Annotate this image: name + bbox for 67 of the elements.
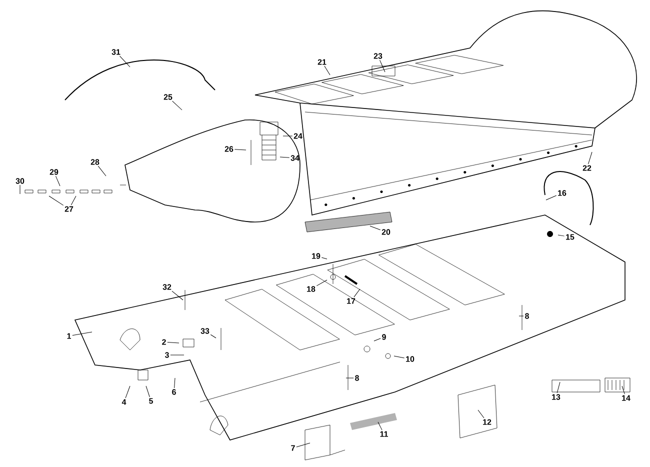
leader-line — [174, 378, 176, 388]
leader-line — [380, 60, 386, 72]
leader-line — [324, 66, 330, 76]
callout-number: 29 — [50, 169, 58, 175]
leader-line — [170, 354, 184, 356]
callout-number: 5 — [149, 398, 153, 404]
leader-line — [72, 332, 92, 336]
callout-number: 20 — [382, 229, 390, 235]
callout-number: 18 — [307, 286, 316, 292]
callout-number: 12 — [483, 419, 492, 425]
callout-number: 16 — [558, 190, 566, 196]
callout-number: 22 — [582, 165, 592, 171]
leader-line — [394, 356, 405, 358]
callout-number: 23 — [374, 53, 382, 59]
callout-number: 1 — [67, 333, 71, 339]
leader-line — [146, 386, 150, 398]
leader-line — [167, 342, 180, 344]
leader-line — [478, 410, 484, 418]
callout-number: 7 — [291, 445, 295, 451]
leader-line — [55, 176, 60, 186]
leader-line — [374, 338, 381, 342]
callout-number: 8 — [355, 375, 359, 381]
leader-line — [558, 234, 565, 236]
leader-line — [125, 386, 130, 398]
callout-number: 10 — [406, 356, 414, 362]
callout-number: 28 — [90, 159, 100, 165]
leader-line — [210, 334, 216, 338]
callout-number: 15 — [566, 234, 574, 240]
callout-number: 11 — [380, 431, 388, 437]
leader-line — [172, 290, 184, 300]
leader-line — [316, 280, 328, 286]
leader-line — [98, 166, 106, 176]
callout-number: 14 — [622, 395, 630, 401]
leader-line — [120, 56, 130, 68]
leader-line — [70, 196, 76, 206]
callout-number: 13 — [552, 394, 560, 400]
callout-number: 32 — [162, 284, 172, 290]
leader-line — [354, 288, 360, 298]
callout-number: 6 — [172, 389, 176, 395]
leader-line — [48, 196, 64, 206]
callout-number: 26 — [224, 146, 234, 152]
callout-number: 27 — [64, 206, 74, 212]
leader-line — [622, 386, 625, 394]
callout-number: 21 — [318, 59, 326, 65]
callout-number: 3 — [164, 352, 169, 358]
callout-number: 24 — [294, 133, 302, 139]
callout-number: 30 — [16, 178, 24, 184]
leader-line — [378, 422, 382, 430]
callout-number: 34 — [290, 155, 300, 161]
leader-line — [321, 257, 328, 260]
callout-number: 8 — [525, 313, 529, 319]
callout-number: 31 — [112, 49, 120, 55]
leader-line — [296, 442, 310, 448]
leader-line — [234, 149, 246, 150]
callout-number: 2 — [162, 339, 166, 345]
leader-line — [546, 195, 557, 200]
leader-line — [588, 152, 592, 164]
leader-line — [556, 382, 560, 394]
callout-number: 17 — [347, 298, 356, 304]
leader-line — [172, 100, 182, 110]
callout-number: 33 — [200, 328, 210, 334]
callout-number: 19 — [312, 253, 320, 259]
callout-number: 4 — [122, 399, 126, 405]
callout-number: 9 — [382, 334, 386, 340]
leader-line — [280, 156, 290, 158]
leader-line — [370, 226, 381, 230]
callout-number: 25 — [164, 94, 172, 100]
